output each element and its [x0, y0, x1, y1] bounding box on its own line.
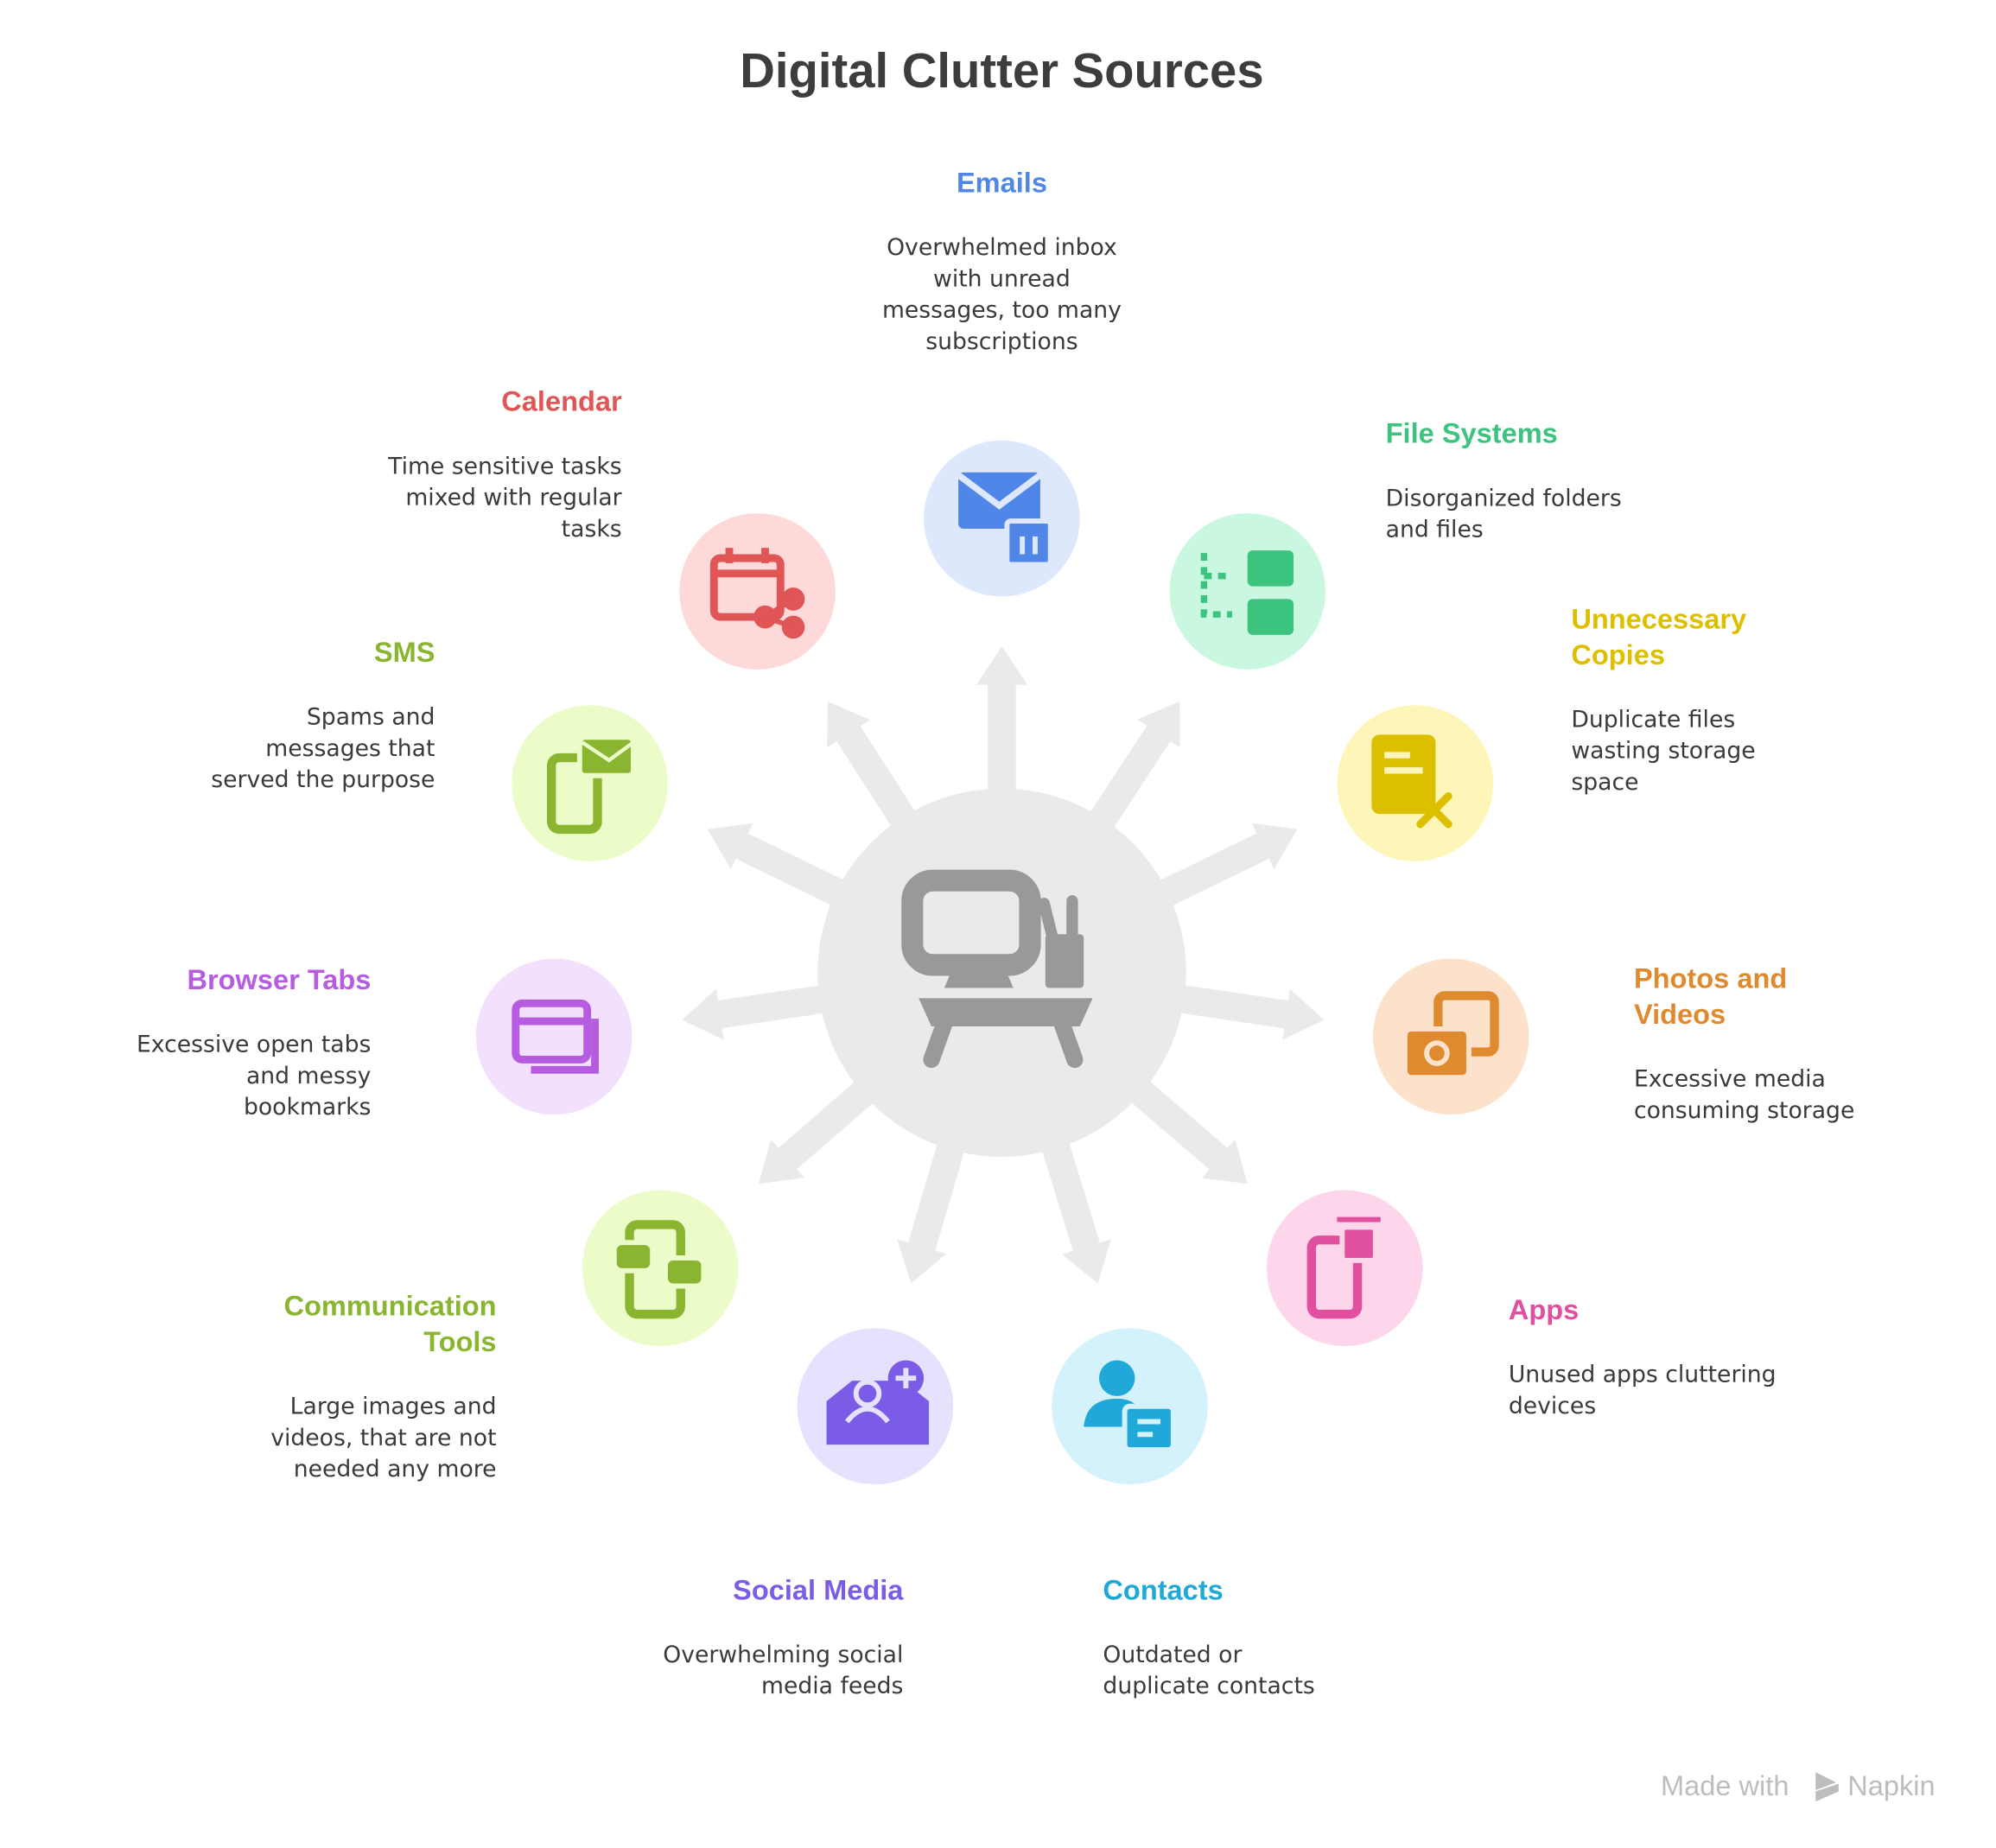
file-systems-description: Disorganized folders: [1386, 485, 1622, 511]
unnecessary-copies-title: Copies: [1571, 639, 1665, 670]
photos-videos-title: Photos and: [1634, 963, 1787, 994]
folder-tree-icon: [1200, 550, 1294, 635]
arrow-to-browser-tabs: [682, 982, 840, 1040]
calendar-icon-circle: [679, 513, 836, 670]
unnecessary-copies-title: Unnecessary: [1571, 603, 1746, 634]
contact-card-icon: [1084, 1360, 1176, 1453]
file-systems-description: and files: [1386, 517, 1484, 543]
sms-title: SMS: [374, 637, 435, 668]
arrow-to-sms: [707, 822, 859, 913]
watermark-brand: Napkin: [1847, 1770, 1935, 1801]
browser-tabs-icon-circle: [475, 958, 632, 1115]
unnecessary-copies-description: Duplicate files: [1571, 706, 1735, 733]
unnecessary-copies-description: wasting storage: [1571, 738, 1755, 765]
communication-tools-title: Communication: [283, 1291, 496, 1322]
communication-tools-title: Tools: [423, 1326, 496, 1357]
arrow-to-calendar: [827, 701, 925, 841]
photos-videos-title: Videos: [1634, 999, 1726, 1030]
phone-message-icon: [547, 734, 636, 835]
made-with-napkin-watermark[interactable]: Made with Napkin: [1661, 1770, 1936, 1802]
arrow-to-file-systems: [1081, 701, 1180, 841]
photos-videos-description: consuming storage: [1634, 1097, 1854, 1124]
phone-app-icon: [1306, 1216, 1381, 1319]
source-sms: SMS Spams and messages that served the purp…: [211, 637, 668, 861]
mail-trash-icon: [956, 472, 1053, 568]
sms-icon-circle: [512, 705, 668, 861]
emails-description: Overwhelmed inbox: [887, 234, 1117, 261]
desk-computer-icon: [901, 869, 1093, 1069]
file-delete-icon: [1371, 734, 1453, 829]
diagram-title: Digital Clutter Sources: [740, 43, 1263, 98]
watermark-prefix: Made with: [1661, 1770, 1789, 1801]
calendar-share-icon: [709, 548, 805, 639]
communication-tools-description: Large images and: [290, 1394, 497, 1420]
browser-tabs-description: Excessive open tabs: [137, 1032, 371, 1058]
napkin-logo-icon: [1815, 1772, 1839, 1802]
browser-tabs-title: Browser Tabs: [187, 964, 371, 995]
arrow-to-emails: [976, 646, 1028, 807]
emails-description: subscriptions: [925, 328, 1077, 355]
arrow-to-social-media: [897, 1127, 969, 1284]
browser-tabs-description: bookmarks: [244, 1094, 371, 1121]
emails-title: Emails: [957, 168, 1047, 199]
file-systems-icon-circle: [1169, 513, 1326, 670]
sms-description: served the purpose: [211, 766, 435, 793]
sms-description: Spams and: [307, 704, 435, 731]
file-systems-title: File Systems: [1386, 418, 1558, 449]
arrow-to-communication-tools: [759, 1070, 886, 1184]
social-media-description: Overwhelming social: [663, 1642, 903, 1668]
arrows: [682, 646, 1325, 1284]
emails-description: with unread: [933, 265, 1071, 292]
camera-stack-icon: [1402, 991, 1499, 1081]
communication-tools-icon-circle: [582, 1190, 739, 1347]
calendar-title: Calendar: [501, 386, 622, 417]
arrow-to-photos-videos: [1164, 982, 1325, 1040]
communication-tools-description: needed any more: [294, 1456, 497, 1483]
unnecessary-copies-description: space: [1571, 769, 1638, 796]
sms-description: messages that: [265, 735, 435, 762]
contacts-description: duplicate contacts: [1103, 1673, 1314, 1699]
browser-tabs-description: and messy: [246, 1063, 371, 1089]
apps-description: devices: [1509, 1393, 1596, 1419]
social-media-description: media feeds: [761, 1673, 903, 1699]
contacts-description: Outdated or: [1103, 1642, 1242, 1668]
apps-description: Unused apps cluttering: [1509, 1362, 1777, 1388]
calendar-description: Time sensitive tasks: [387, 453, 622, 479]
emails-description: messages, too many: [882, 297, 1122, 324]
contacts-title: Contacts: [1103, 1574, 1223, 1605]
calendar-description: tasks: [562, 516, 622, 543]
arrow-to-apps: [1118, 1070, 1248, 1184]
arrow-to-unnecessary-copies: [1145, 822, 1298, 913]
apps-icon-circle: [1266, 1190, 1423, 1347]
browser-windows-icon: [512, 999, 599, 1074]
arrow-to-contacts: [1037, 1127, 1111, 1284]
calendar-description: mixed with regular: [405, 485, 621, 511]
photos-videos-description: Excessive media: [1634, 1066, 1826, 1093]
communication-tools-description: videos, that are not: [270, 1425, 496, 1451]
apps-title: Apps: [1509, 1294, 1579, 1325]
social-media-title: Social Media: [733, 1574, 904, 1605]
chat-bubbles-icon: [611, 1220, 707, 1319]
user-inbox-add-icon: [826, 1360, 930, 1445]
